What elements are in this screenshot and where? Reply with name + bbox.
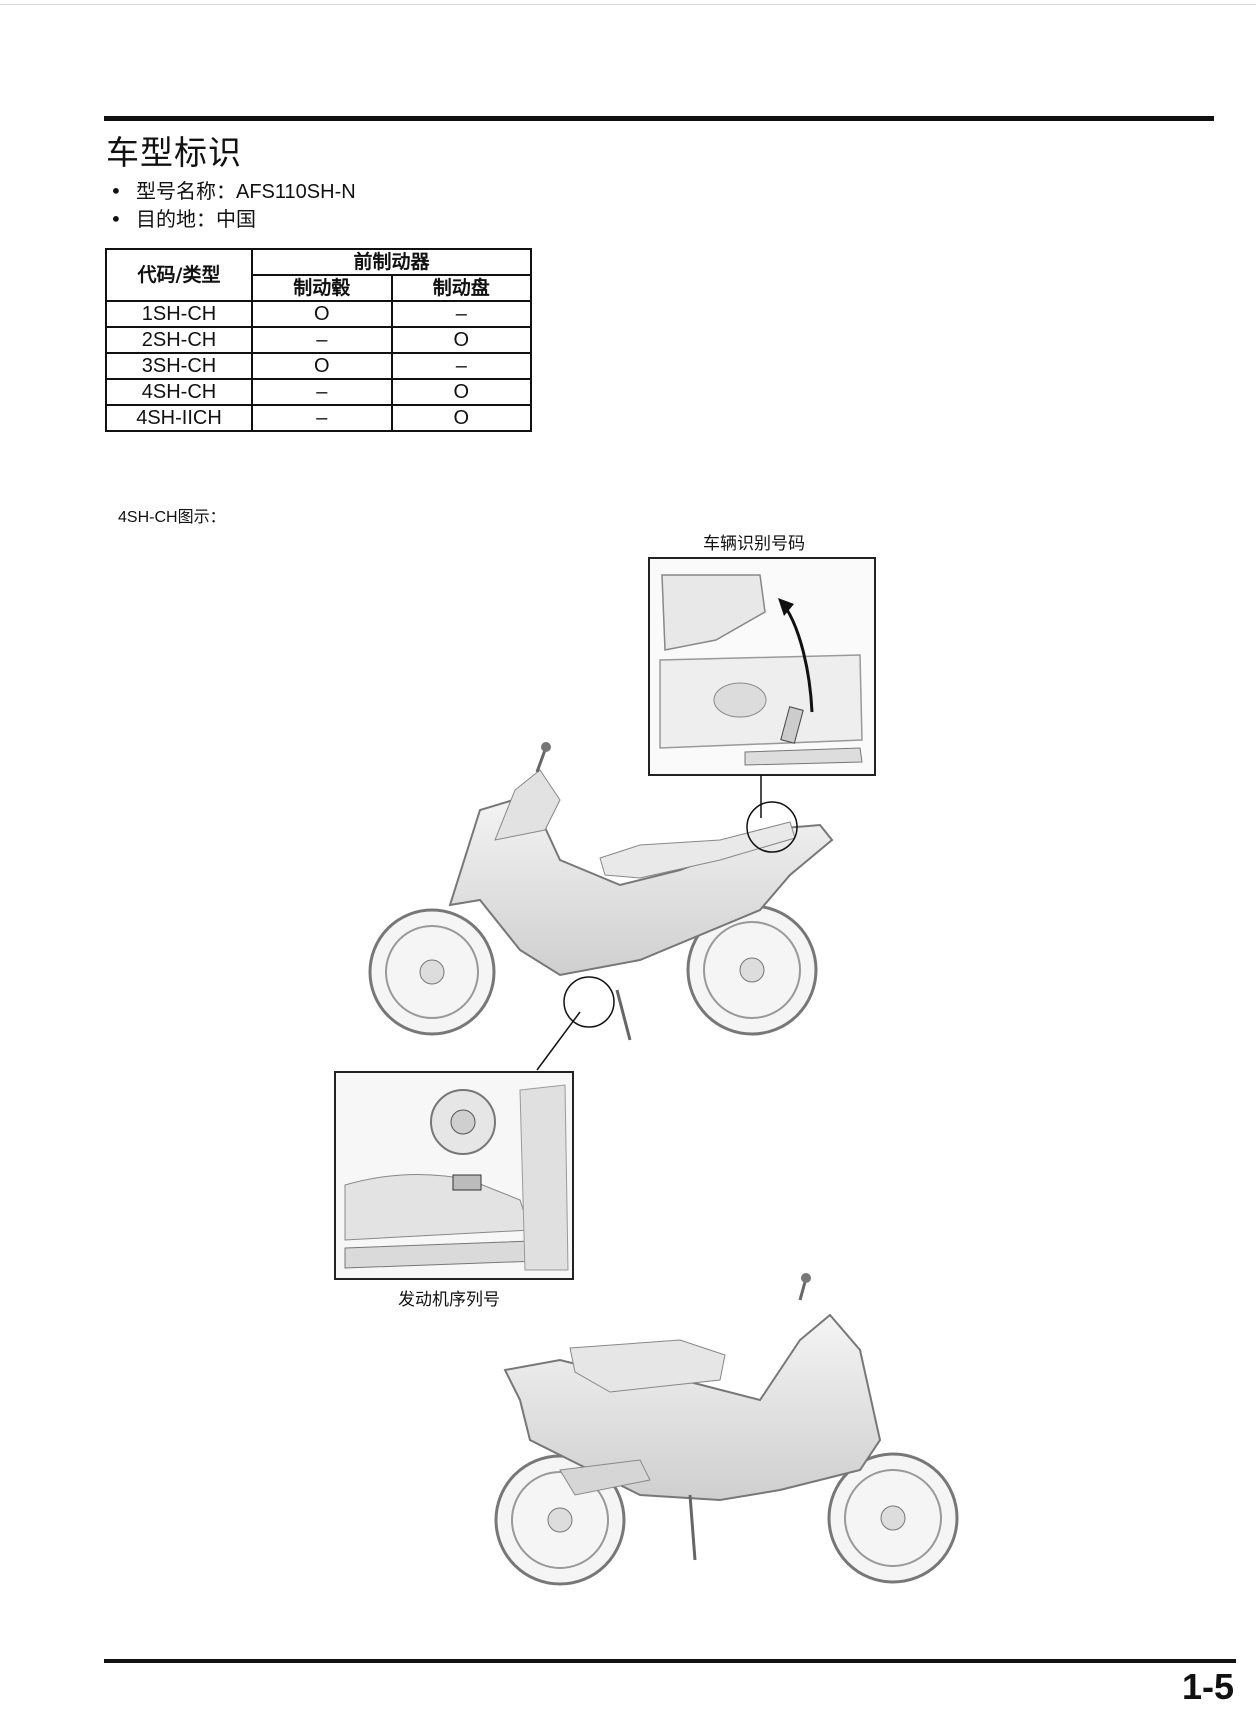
info-list: • 型号名称：AFS110SH-N • 目的地：中国 [110,178,356,233]
info-item-model: • 型号名称：AFS110SH-N [110,178,356,206]
cell-disc: O [390,326,532,354]
cell-code: 4SH-IICH [105,404,253,432]
table-row: 2SH-CH – O [105,326,532,354]
table-row: 3SH-CH O – [105,352,532,380]
footer-rule [104,1659,1236,1663]
vin-detail-inset [648,557,876,776]
cell-code: 1SH-CH [105,300,253,328]
engine-serial-label: 发动机序列号 [398,1290,500,1310]
bullet: • [110,207,122,231]
header-disc: 制动盘 [390,274,532,302]
table-row: 4SH-IICH – O [105,404,532,432]
header-code-type: 代码/类型 [105,248,253,302]
header-rule [104,116,1214,121]
engine-serial-inset [334,1071,574,1280]
info-item-destination: • 目的地：中国 [110,206,356,233]
header-front-brake: 前制动器 [251,248,532,276]
header-drum: 制动毂 [251,274,393,302]
cell-disc: – [390,352,532,380]
motorcycle-left-view [368,742,834,1041]
table-row: 4SH-CH – O [105,378,532,406]
page-number: 1-5 [1181,1666,1234,1707]
figure-caption: 4SH-CH图示： [118,509,226,526]
cell-code: 4SH-CH [105,378,253,406]
vin-label: 车辆识别号码 [703,534,805,554]
cell-drum: O [251,300,393,328]
cell-disc: – [390,300,532,328]
table-row: 1SH-CH O – [105,300,532,328]
cell-code: 3SH-CH [105,352,253,380]
top-hairline [0,4,1256,5]
cell-disc: O [390,404,532,432]
brake-type-table: 代码/类型 前制动器 制动毂 制动盘 1SH-CH O – 2SH-CH – O… [105,248,532,432]
page-title: 车型标识 [106,133,242,172]
motorcycle-right-view [494,1273,959,1586]
cell-disc: O [390,378,532,406]
cell-drum: O [251,352,393,380]
cell-drum: – [251,404,393,432]
cell-code: 2SH-CH [105,326,253,354]
model-label: 型号名称： [136,179,236,203]
bullet: • [110,179,122,203]
cell-drum: – [251,378,393,406]
destination-text: 目的地：中国 [136,207,256,231]
cell-drum: – [251,326,393,354]
model-value: AFS110SH-N [236,181,356,203]
